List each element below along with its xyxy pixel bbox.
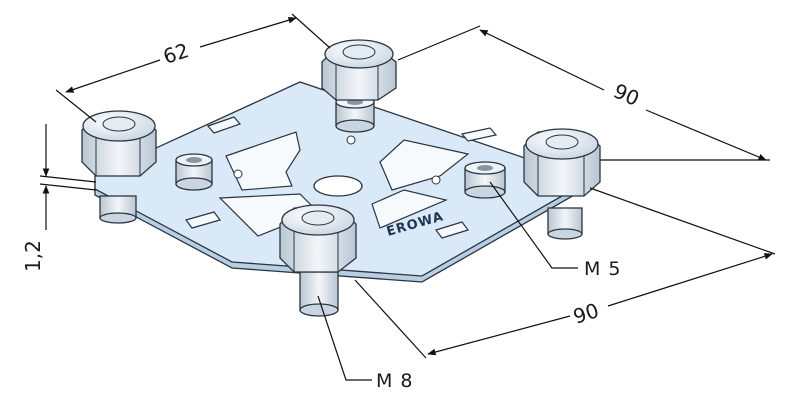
dimension-62-label: 62	[160, 38, 192, 69]
hex-nut-left	[81, 110, 157, 177]
small-hole-3	[346, 135, 356, 145]
foot-front-m8	[299, 271, 339, 317]
hex-nut-front	[279, 204, 357, 273]
socket-screw-left	[175, 153, 213, 191]
small-hole-2	[431, 175, 441, 185]
plate-slots	[184, 116, 498, 239]
callout-m8-label: M 8	[376, 370, 414, 392]
screw-bottom	[175, 177, 213, 191]
adapter-plate: EROWA	[94, 81, 592, 283]
slot-bottom-right	[435, 221, 469, 239]
screw-bottom	[335, 119, 375, 133]
dimension-thickness: 1,2	[21, 124, 97, 272]
hex-nut-back	[321, 39, 397, 101]
foot-left	[99, 195, 137, 224]
slot-bottom-left	[184, 211, 222, 229]
callout-m5: M 5	[489, 181, 622, 280]
dimension-90-top-label: 90	[610, 79, 643, 111]
cutout-right	[379, 139, 470, 191]
socket-screw-right-m5	[464, 161, 506, 199]
centering-cutout	[218, 131, 470, 237]
hex-nut-right	[523, 128, 601, 197]
hex-socket-icon	[186, 157, 202, 163]
cutout-left	[225, 131, 301, 191]
slot-top-right	[460, 127, 498, 142]
callout-m5-label: M 5	[584, 258, 622, 280]
dimension-90-bottom-label: 90	[570, 298, 602, 329]
dimension-thickness-label: 1,2	[21, 240, 45, 272]
foot-right	[547, 207, 583, 240]
slot-top-left	[206, 116, 242, 134]
callout-m8: M 8	[317, 295, 414, 392]
socket-screw-center	[335, 95, 375, 133]
cutout-bottom-right	[371, 189, 448, 229]
center-hole	[313, 175, 363, 197]
hex-socket-icon	[477, 165, 493, 171]
screw-bottom	[464, 185, 506, 199]
small-hole-1	[233, 169, 243, 179]
